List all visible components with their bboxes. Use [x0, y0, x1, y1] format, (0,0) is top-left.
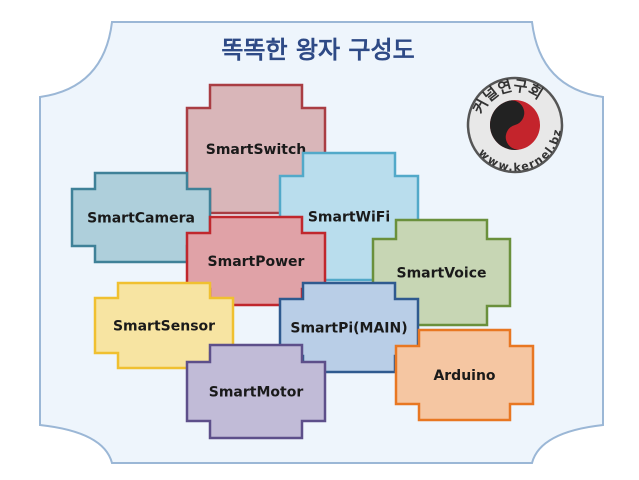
module-label: Arduino [433, 368, 495, 384]
module-label: SmartWiFi [308, 210, 390, 226]
module-label: SmartSwitch [206, 142, 307, 158]
module-shape [394, 328, 535, 422]
module-shape [185, 343, 327, 440]
module-smartpower: SmartPower [185, 215, 327, 307]
diagram-title: 똑똑한 왕자 구성도 [221, 36, 414, 64]
module-label: SmartCamera [87, 211, 195, 227]
module-label: SmartPower [208, 254, 305, 270]
module-smartpimain: SmartPi(MAIN) [278, 281, 420, 374]
module-label: SmartSensor [113, 319, 215, 335]
module-arduino: Arduino [394, 328, 535, 422]
module-smartcamera: SmartCamera [70, 171, 212, 264]
module-label: SmartMotor [209, 385, 304, 401]
kernel-lab-logo: 커널연구회 www.kernel.bz [464, 68, 571, 184]
module-label: SmartVoice [397, 266, 487, 282]
module-smartmotor: SmartMotor [185, 343, 327, 440]
module-label: SmartPi(MAIN) [290, 321, 407, 337]
